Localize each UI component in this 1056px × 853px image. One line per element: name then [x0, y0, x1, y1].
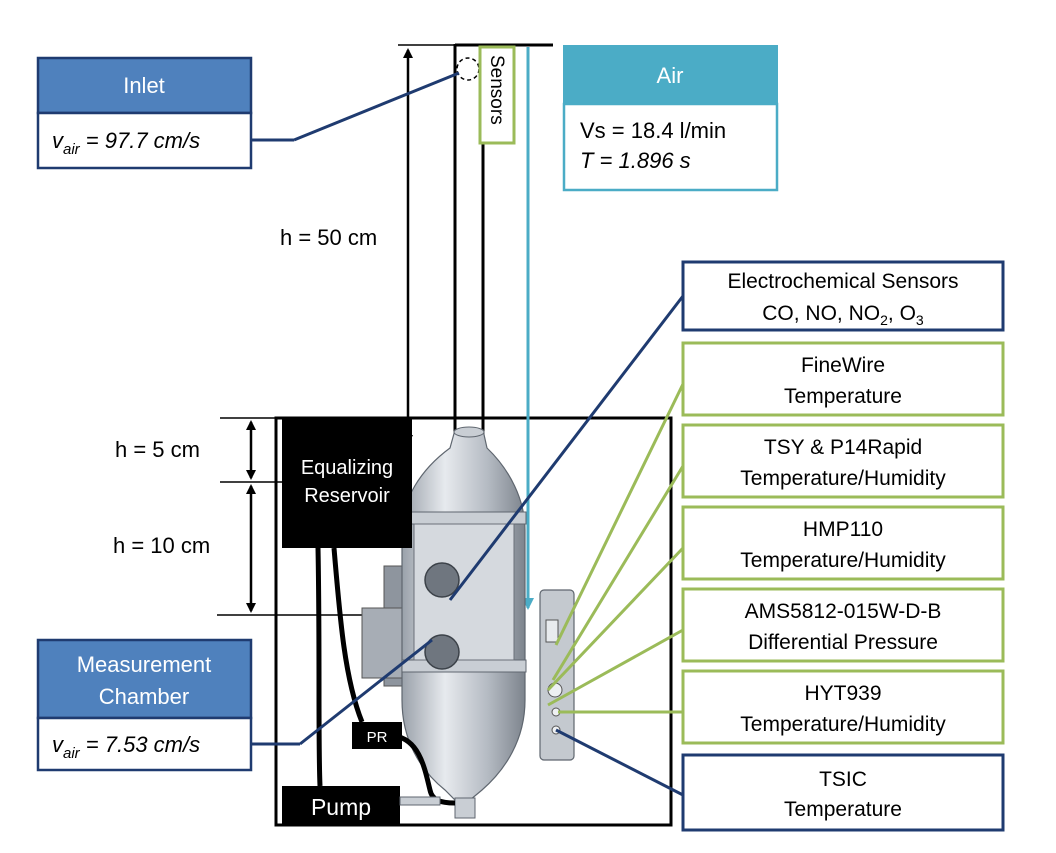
sensor-box-1 [681, 341, 1005, 417]
equalizing-reservoir [282, 418, 412, 548]
inlet-header [36, 56, 253, 115]
sensor-box-3-connector [546, 546, 685, 692]
sensor-box-3-name: HMP110 [803, 518, 883, 541]
air-body [562, 102, 779, 192]
sensors-tag-label: Sensors [486, 55, 507, 125]
inlet-connector-b [293, 71, 460, 142]
air-header [563, 45, 778, 105]
tsic-connector [555, 728, 684, 797]
pump [282, 786, 400, 826]
pump-outlet-pipe [399, 796, 441, 806]
tsic-name: TSIC [819, 768, 867, 791]
chamber-title-line2: Chamber [99, 684, 189, 709]
electrochemical-sensors-box: Electrochemical Sensors CO, NO, NO2, O3 [681, 260, 1005, 332]
electrochemical-box-frame [681, 260, 1005, 332]
sensor-box-1-measurement: Temperature [784, 385, 902, 408]
sensor-box-5 [681, 669, 1005, 745]
air-transit-time: T = 1.896 s [580, 148, 691, 173]
electrochemical-gases: CO, NO, NO2, O3 [762, 302, 924, 328]
hose-to-pr [331, 547, 365, 723]
height-50-label: h = 50 cm [280, 225, 377, 250]
inlet-velocity: vair = 97.7 cm/s [52, 128, 200, 158]
electrochemical-title: Electrochemical Sensors [727, 270, 958, 293]
sensor-box-2-measurement: Temperature/Humidity [740, 467, 946, 490]
sensor-box-2-connector [551, 465, 685, 681]
sensor-box-4-measurement: Differential Pressure [748, 631, 938, 654]
inlet-box: Inlet vair = 97.7 cm/s [36, 56, 253, 170]
pressure-regulator-label: PR [367, 729, 388, 746]
enclosure-box [274, 416, 673, 827]
inlet-body [36, 111, 253, 170]
sensor-box-1-name: FineWire [801, 354, 885, 377]
sensor-box-5-name: HYT939 [804, 682, 881, 705]
air-title: Air [657, 63, 684, 88]
hose-pr-to-chamber [394, 733, 456, 806]
air-box: Air Vs = 18.4 l/min T = 1.896 s [562, 45, 779, 192]
measurement-chamber-box: Measurement Chamber vair = 7.53 cm/s [36, 638, 253, 772]
sensor-box-4-connector [547, 628, 684, 707]
sensor-box-3-measurement: Temperature/Humidity [740, 549, 946, 572]
air-flow-rate: Vs = 18.4 l/min [580, 118, 726, 143]
sensor-box-1-connector [554, 383, 685, 646]
tsic-box: TSIC Temperature [681, 753, 1005, 832]
tsic-box-frame [681, 753, 1005, 832]
hose-to-pump [315, 547, 323, 787]
inlet-opening-icon [456, 57, 480, 81]
tsic-measurement: Temperature [784, 798, 902, 821]
inlet-title: Inlet [123, 73, 165, 98]
sensors-tag [478, 45, 516, 145]
sensor-box-4-name: AMS5812-015W-D-B [745, 600, 942, 623]
height-5-label: h = 5 cm [115, 437, 200, 462]
height-10-label: h = 10 cm [113, 533, 210, 558]
pressure-regulator [352, 722, 402, 749]
sensor-box-2 [681, 423, 1005, 499]
sensor-box-2-name: TSY & P14Rapid [764, 436, 922, 459]
electrochemical-connector [448, 295, 685, 601]
sensor-box-5-measurement: Temperature/Humidity [740, 713, 946, 736]
chamber-header [36, 638, 253, 720]
sensor-box-4 [681, 587, 1005, 663]
reservoir-label-line1: Equalizing [301, 457, 393, 479]
reservoir-label-line2: Reservoir [304, 485, 390, 507]
chamber-velocity: vair = 7.53 cm/s [52, 732, 200, 762]
pump-label: Pump [311, 794, 371, 820]
measurement-chamber-illustration [361, 426, 527, 819]
sensor-box-3 [681, 505, 1005, 581]
chamber-connector-b [299, 638, 433, 746]
chamber-title-line1: Measurement [77, 652, 212, 677]
